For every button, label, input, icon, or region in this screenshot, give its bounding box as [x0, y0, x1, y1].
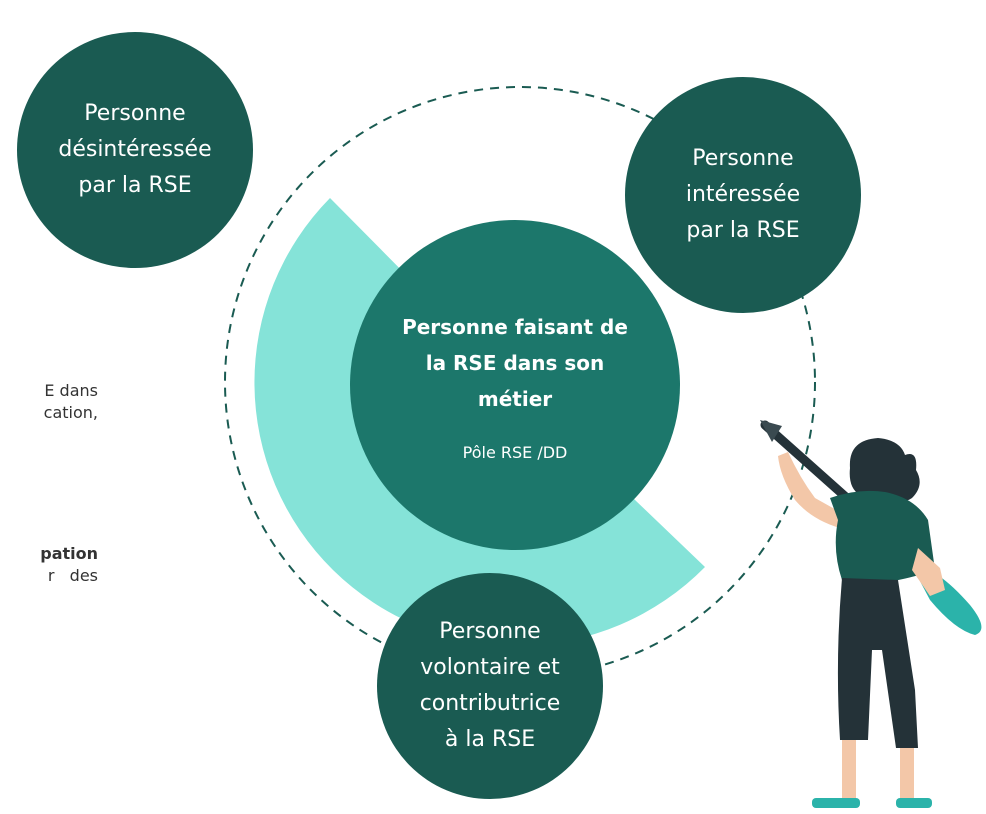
circle-uninterested-line-1: Personne	[84, 101, 186, 126]
circle-interested-line-3: par la RSE	[686, 218, 800, 243]
woman-with-pen-illustration	[760, 420, 982, 808]
left-text-line-2: cation,	[43, 403, 98, 422]
circle-volunteer-line-1: Personne	[439, 619, 541, 644]
circle-uninterested-line-3: par la RSE	[78, 173, 192, 198]
dashed-orbit-ring	[224, 86, 816, 678]
center-title-line-2: la RSE dans son	[425, 350, 605, 375]
circle-volunteer-line-4: à la RSE	[444, 727, 536, 752]
circle-volunteer-line-2: volontaire et	[420, 655, 560, 680]
left-text-line-3: r des	[47, 566, 98, 585]
circle-volunteer: Personne volontaire et contributrice à l…	[377, 573, 603, 799]
circle-interested-line-1: Personne	[692, 146, 794, 171]
center-title-line-1: Personne faisant de	[402, 314, 628, 339]
center-subtitle: Pôle RSE /DD	[462, 442, 568, 462]
circle-uninterested-line-2: désintéressée	[58, 137, 212, 162]
circle-volunteer-line-3: contributrice	[419, 691, 561, 716]
circle-uninterested: Personne désintéressée par la RSE	[17, 32, 253, 268]
circle-interested: Personne intéressée par la RSE	[625, 77, 861, 313]
center-title-line-3: métier	[477, 386, 553, 411]
circle-center-rse-job: Personne faisant de la RSE dans son méti…	[350, 220, 680, 550]
left-text-bold-fragment: pation	[40, 544, 98, 563]
left-text-line-1: E dans	[44, 381, 98, 400]
left-text-block-1: E dans cation,	[44, 380, 98, 424]
circle-interested-line-2: intéressée	[685, 182, 801, 207]
left-text-block-2: pation r des	[40, 543, 98, 587]
